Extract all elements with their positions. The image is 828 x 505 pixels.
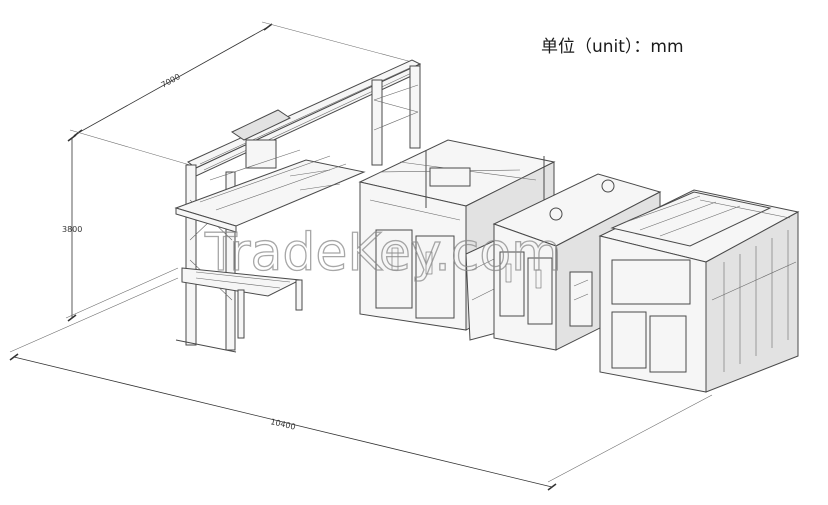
machine-unit-3 [598, 189, 800, 393]
depth-dimension-label: 7000 [160, 72, 182, 90]
dimension-height: 3800 [62, 134, 179, 322]
height-dimension-label: 3800 [62, 225, 82, 234]
gantry-frame [175, 59, 422, 353]
watermark: TradeKey.com [204, 223, 562, 283]
length-dimension-label: 10400 [270, 417, 297, 431]
dimension-length: 10400 [9, 277, 713, 491]
unit-label: 单位（unit）：mm [541, 37, 684, 57]
loading-table [174, 155, 366, 339]
